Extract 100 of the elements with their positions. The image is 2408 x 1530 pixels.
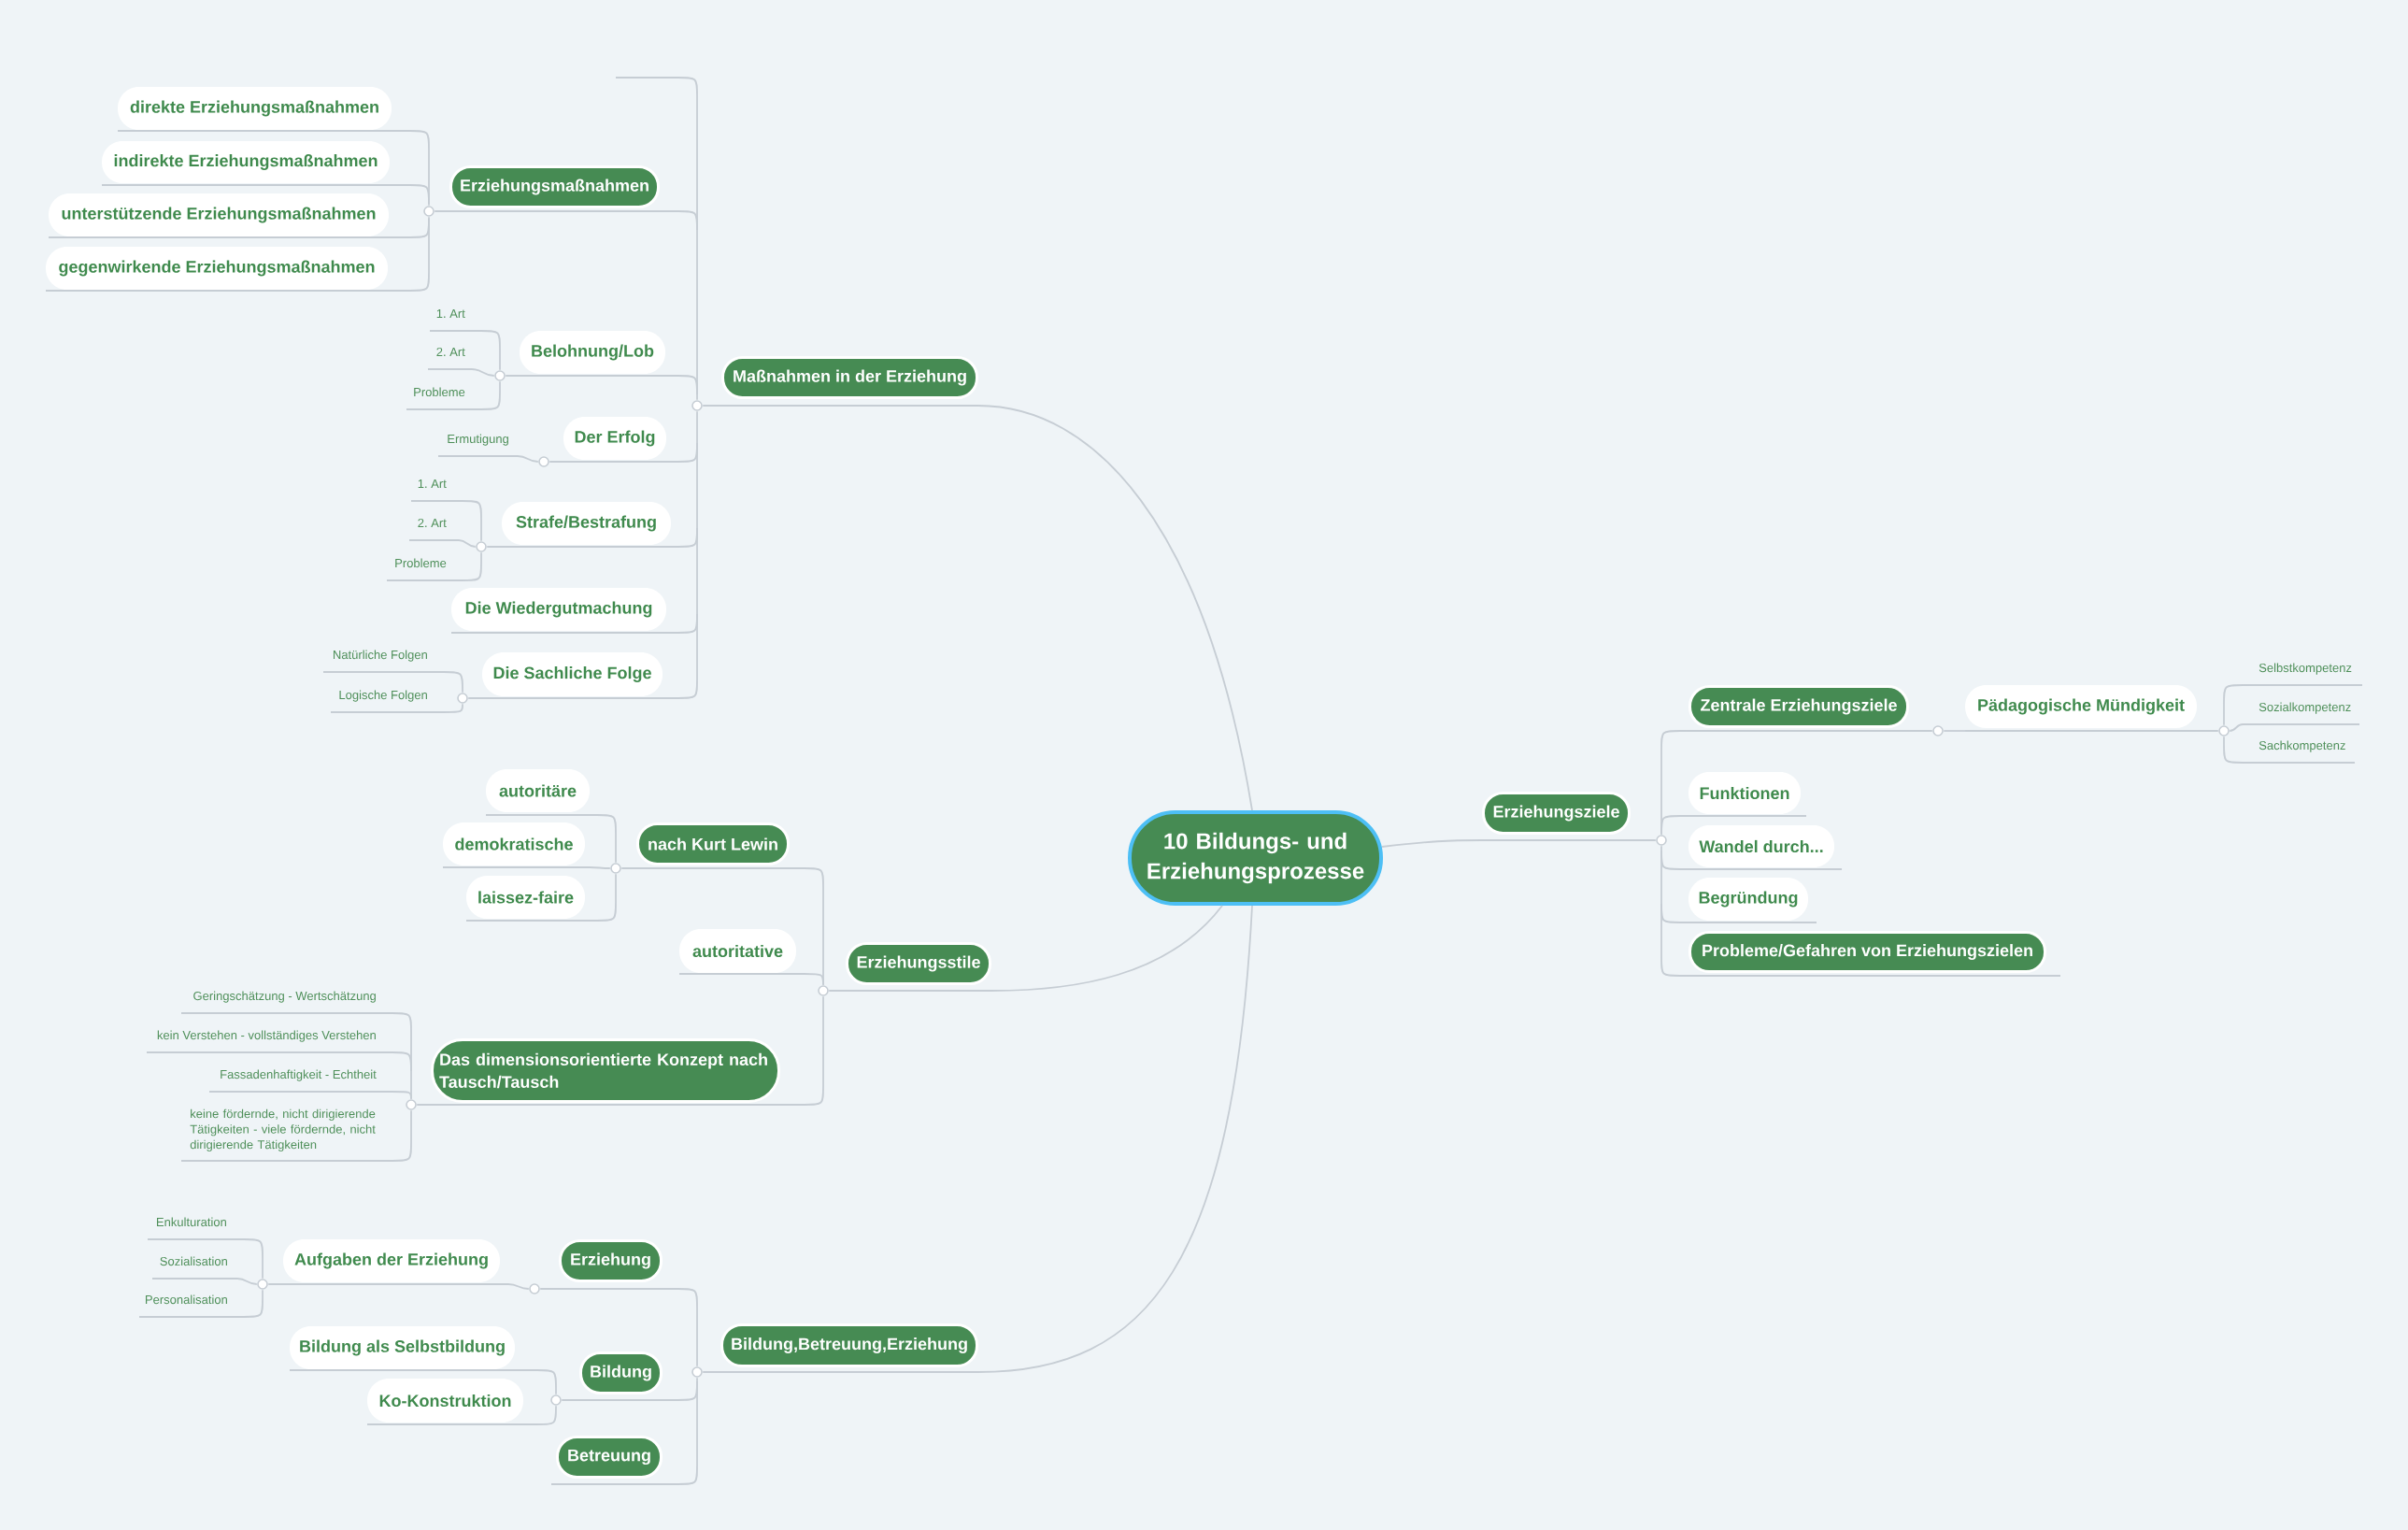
- connector-line: [428, 203, 430, 207]
- connector-line: [236, 1289, 264, 1318]
- subtopic-pill: Ko-Konstruktion: [366, 1379, 538, 1425]
- topic-pill: Bildung,Betreuung,Erziehung: [702, 1323, 979, 1373]
- subtopic-pill: demokratische: [442, 822, 591, 868]
- underlined-topic: Probleme: [406, 387, 473, 410]
- subtopic-pill: Wandel durch...: [1685, 825, 1843, 870]
- topic-pill: Erziehungsstile: [828, 942, 992, 992]
- connector-line: [1660, 903, 1687, 977]
- underlined-topic: Fassadenhaftigkeit - Echtheit: [208, 1069, 392, 1093]
- topic-pill: Maßnahmen in der Erziehung: [702, 356, 979, 407]
- subtopic-pill: direkte Erziehungsmaßnahmen: [117, 87, 404, 132]
- topic-pill: Erziehung: [539, 1239, 674, 1290]
- subtopic-pill: laissez-faire: [465, 876, 591, 922]
- connector-line: [402, 218, 430, 292]
- underlined-topic: Personalisation: [138, 1294, 238, 1318]
- subtopic-pill: Begründung: [1685, 878, 1817, 923]
- connector-line: [517, 455, 539, 463]
- connector-line: [589, 873, 617, 922]
- connector-line: [458, 551, 482, 581]
- connector-line: [1660, 730, 1687, 836]
- connector-line: [1381, 839, 1483, 848]
- connector-line: [471, 380, 501, 410]
- topic-pill: nach Kurt Lewin: [620, 822, 798, 869]
- underlined-topic: keine fördernde, nicht dirigierende Tätigkeiten - viele fördernde, nicht dirigierende Tätigkeiten: [180, 1108, 392, 1162]
- underlined-topic: Sozialisation: [151, 1256, 238, 1280]
- topic-underline: [615, 77, 673, 79]
- subtopic-pill: autoritäre: [485, 769, 591, 816]
- connector-line: [2223, 684, 2244, 726]
- connector-line: [672, 1380, 698, 1485]
- underlined-topic: Geringschätzung - Wertschätzung: [180, 991, 392, 1014]
- connector-line: [696, 229, 698, 395]
- connector-line: [391, 1109, 412, 1162]
- connector-line: [471, 368, 495, 377]
- connector-line: [1943, 730, 1966, 732]
- connector-line: [458, 539, 477, 548]
- connector-line: [402, 130, 430, 205]
- topic-pill: Zentrale Erziehungsziele: [1685, 685, 1933, 732]
- connector-line: [2223, 736, 2244, 764]
- connector-line: [471, 330, 501, 371]
- underlined-topic: Sachkompetenz: [2242, 740, 2356, 764]
- underlined-topic: 1. Art: [410, 479, 460, 502]
- underlined-topic: Natürliche Folgen: [322, 650, 436, 673]
- subtopic-pill: Die Sachliche Folge: [467, 652, 674, 699]
- connector-line: [796, 995, 824, 1106]
- subtopic-pill: Strafe/Bestrafung: [486, 502, 674, 548]
- subtopic-pill: Die Wiedergutmachung: [450, 588, 674, 634]
- connector-line: [672, 613, 698, 699]
- subtopic-pill: Aufgaben der Erziehung: [267, 1239, 509, 1285]
- subtopic-pill: Pädagogische Mündigkeit: [1964, 685, 2219, 732]
- connector-line: [458, 500, 482, 542]
- central-topic: 10 Bildungs- und Erziehungsprozesse: [1128, 810, 1383, 906]
- connector-line: [428, 216, 430, 220]
- connector-line: [435, 703, 463, 713]
- connector-line: [1660, 850, 1662, 905]
- topic-pill: Erziehungsmaßnahmen: [434, 165, 674, 212]
- connector-line: [236, 1238, 264, 1280]
- subtopic-pill: unterstützende Erziehungsmaßnahmen: [48, 193, 404, 238]
- connector-line: [977, 905, 1253, 1373]
- underlined-topic: 1. Art: [429, 309, 473, 332]
- connector-line: [696, 442, 698, 529]
- connector-line: [696, 527, 698, 615]
- subtopic-pill: Der Erfolg: [549, 417, 674, 463]
- connector-line: [696, 410, 698, 444]
- subtopic-pill: gegenwirkende Erziehungsmaßnahmen: [45, 247, 404, 292]
- underlined-topic: Enkulturation: [147, 1217, 238, 1240]
- topic-pill: Bildung: [561, 1351, 674, 1401]
- topic-pill: Erziehungsziele: [1481, 792, 1657, 841]
- connector-line: [990, 905, 1223, 992]
- underlined-topic: kein Verstehen - vollständiges Verstehen: [146, 1030, 392, 1053]
- connector-line: [796, 867, 824, 986]
- subtopic-pill: indirekte Erziehungsmaßnahmen: [101, 141, 404, 186]
- connector-line: [589, 866, 611, 869]
- subtopic-pill: Belohnung/Lob: [505, 331, 674, 377]
- underlined-topic: Selbstkompetenz: [2242, 663, 2363, 686]
- underlined-topic: 2. Art: [408, 518, 460, 541]
- topic-pill: Probleme/Gefahren von Erziehungszielen: [1685, 931, 2061, 977]
- underlined-topic: Logische Folgen: [330, 690, 436, 713]
- connector-line: [435, 671, 463, 694]
- connector-line: [236, 1278, 258, 1285]
- topic-pill: Betreuung: [550, 1436, 674, 1485]
- connector-line: [410, 1070, 412, 1100]
- connector-line: [2229, 723, 2244, 732]
- connector-line: [671, 77, 698, 231]
- connector-line: [696, 393, 698, 401]
- connector-line: [507, 1283, 530, 1290]
- connector-line: [672, 1288, 698, 1367]
- connector-line: [536, 1369, 557, 1395]
- connector-line: [536, 1405, 557, 1425]
- underlined-topic: 2. Art: [427, 347, 473, 370]
- underlined-topic: Probleme: [386, 558, 460, 581]
- connector-line: [696, 1377, 698, 1382]
- connector-line: [589, 814, 617, 864]
- connector-line: [391, 1012, 412, 1072]
- subtopic-pill: Bildung als Selbstbildung: [289, 1326, 538, 1371]
- subtopic-pill: autoritative: [678, 929, 798, 975]
- underlined-topic: Sozialkompetenz: [2242, 702, 2360, 725]
- connector-line: [977, 405, 1253, 811]
- underlined-topic: Ermutigung: [437, 434, 519, 457]
- connector-line: [1660, 845, 1662, 851]
